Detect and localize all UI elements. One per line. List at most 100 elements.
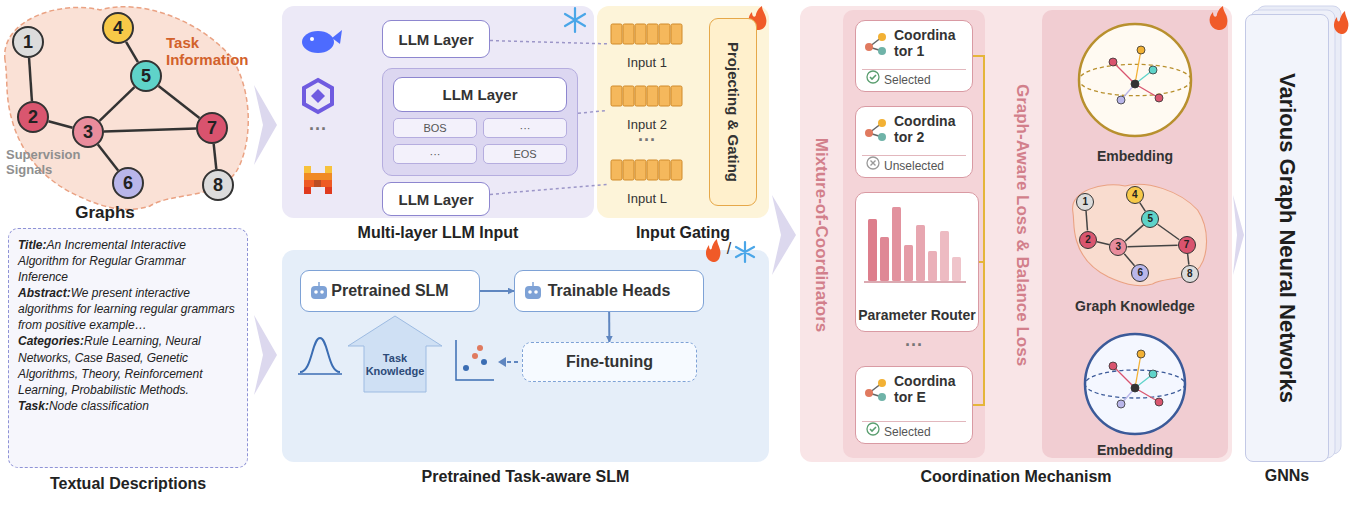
decor-shape	[304, 180, 332, 187]
decor-shape	[477, 345, 483, 351]
section-heading: Textual Descriptions	[0, 473, 277, 494]
section-heading: Multi-layer LLM Input	[252, 224, 624, 242]
connector	[100, 87, 135, 121]
ellipsis-mark: ···	[607, 131, 687, 149]
node-number: 3	[1116, 242, 1122, 252]
decor-shape	[302, 31, 334, 53]
connector	[490, 184, 607, 194]
node-number: 7	[207, 119, 217, 137]
section-heading: Input Gating	[567, 224, 799, 242]
decor-shape	[706, 239, 721, 262]
connector	[1140, 203, 1146, 212]
connector	[1124, 254, 1134, 266]
node-illustration	[862, 375, 890, 403]
field-name: Title:	[18, 238, 46, 252]
llm-layer-box: LLM Layer	[382, 20, 490, 58]
decor-shape	[282, 250, 769, 462]
token-label: EOS	[483, 144, 567, 164]
decor-shape	[565, 8, 585, 32]
connector	[48, 121, 72, 128]
node-number: 6	[123, 174, 133, 192]
node-number: 2	[28, 108, 38, 126]
decor-shape	[1073, 184, 1207, 285]
node-number: 8	[1187, 269, 1193, 279]
connector	[480, 290, 514, 292]
node-number: 2	[1085, 235, 1091, 245]
connector	[1158, 224, 1180, 240]
ellipsis-mark: ···	[298, 120, 338, 138]
node-number: 4	[113, 19, 123, 37]
decor-shape	[304, 187, 311, 194]
field-name: Abstract:	[18, 286, 71, 300]
section-heading: Coordination Mechanism	[770, 468, 1262, 486]
node-illustration	[866, 70, 880, 84]
embedding-sphere: Embedding	[1050, 324, 1220, 460]
decor-shape	[311, 89, 325, 103]
connector	[608, 312, 610, 342]
status-label: Selected	[862, 69, 966, 91]
input-token-bar: Input 1	[607, 20, 687, 70]
node-illustration	[523, 282, 543, 302]
module-panel: Pretrained Task-aware SLMPretrained SLMT…	[282, 250, 769, 462]
decor-shape	[843, 10, 985, 458]
connector	[490, 41, 607, 44]
graph-node: 5	[130, 60, 162, 92]
text-description-box: Title:An Incremental Interactive Algorit…	[8, 228, 248, 468]
llm-layer-box: LLM LayerBOS······EOS	[382, 68, 578, 176]
annotation-label: /	[722, 240, 736, 258]
status-label: Unselected	[862, 155, 966, 177]
connector	[98, 145, 118, 171]
decor-shape	[1210, 6, 1228, 30]
connector	[104, 129, 196, 132]
annotation-label: Task Knowledge	[364, 352, 426, 378]
box-label: Embedding	[1097, 442, 1173, 458]
module-panel: Multi-layer LLM InputLLM LayerLLM LayerB…	[282, 6, 594, 218]
node-number: 5	[141, 67, 151, 85]
node-number: 1	[1083, 197, 1089, 207]
graph-node: 6	[112, 167, 144, 199]
decor-shape	[772, 195, 796, 275]
decor-shape	[736, 242, 754, 262]
box-label: Fine-tuning	[566, 353, 653, 371]
node-illustration	[866, 422, 880, 436]
decor-shape	[304, 166, 311, 173]
decor-shape	[314, 180, 321, 187]
frozen-icons	[565, 8, 754, 262]
box-label: Coordina tor E	[856, 367, 972, 408]
decor-shape	[1042, 10, 1228, 458]
field-name: Categories:	[18, 334, 84, 348]
node-illustration	[607, 22, 687, 46]
input-token-bar: Input L	[607, 156, 687, 206]
node-illustration	[607, 84, 687, 108]
coordinator-box: Coordina tor 2 Unselected	[855, 106, 973, 178]
decor-shape	[282, 6, 594, 218]
decor-shape	[1334, 11, 1349, 34]
decor-shape	[325, 166, 332, 173]
decor-shape	[463, 365, 469, 371]
vertical-caption: Graph-Aware Loss & Balance Loss	[1012, 84, 1032, 366]
connector	[1127, 245, 1177, 246]
graph-node: 2	[17, 101, 49, 133]
dashed-process-box: Fine-tuning	[522, 342, 697, 382]
decor-shape	[472, 353, 478, 359]
graph-region	[5, 7, 249, 210]
box-label: Parameter Router	[858, 307, 976, 323]
decor-shape	[304, 173, 332, 180]
node-number: 4	[1132, 190, 1138, 200]
decor-shape	[332, 30, 342, 44]
box-label: Coordina tor 2	[856, 107, 972, 148]
gnn-box: Various Graph Neural NetworksGNNs	[1245, 14, 1329, 462]
decor-shape	[504, 361, 518, 363]
token-label: ···	[393, 144, 477, 164]
connector	[214, 144, 217, 169]
decor-shape	[800, 6, 1232, 462]
embedding-sphere: Embedding	[1050, 16, 1220, 166]
graph-node: 4	[102, 12, 134, 44]
decor-shape	[597, 6, 769, 218]
node-illustration	[1050, 324, 1220, 450]
node-number: 5	[1148, 214, 1154, 224]
decor-shape	[304, 80, 332, 112]
vertical-caption: Mixture-of-Coordinators	[811, 138, 831, 333]
node-illustration	[856, 201, 974, 287]
